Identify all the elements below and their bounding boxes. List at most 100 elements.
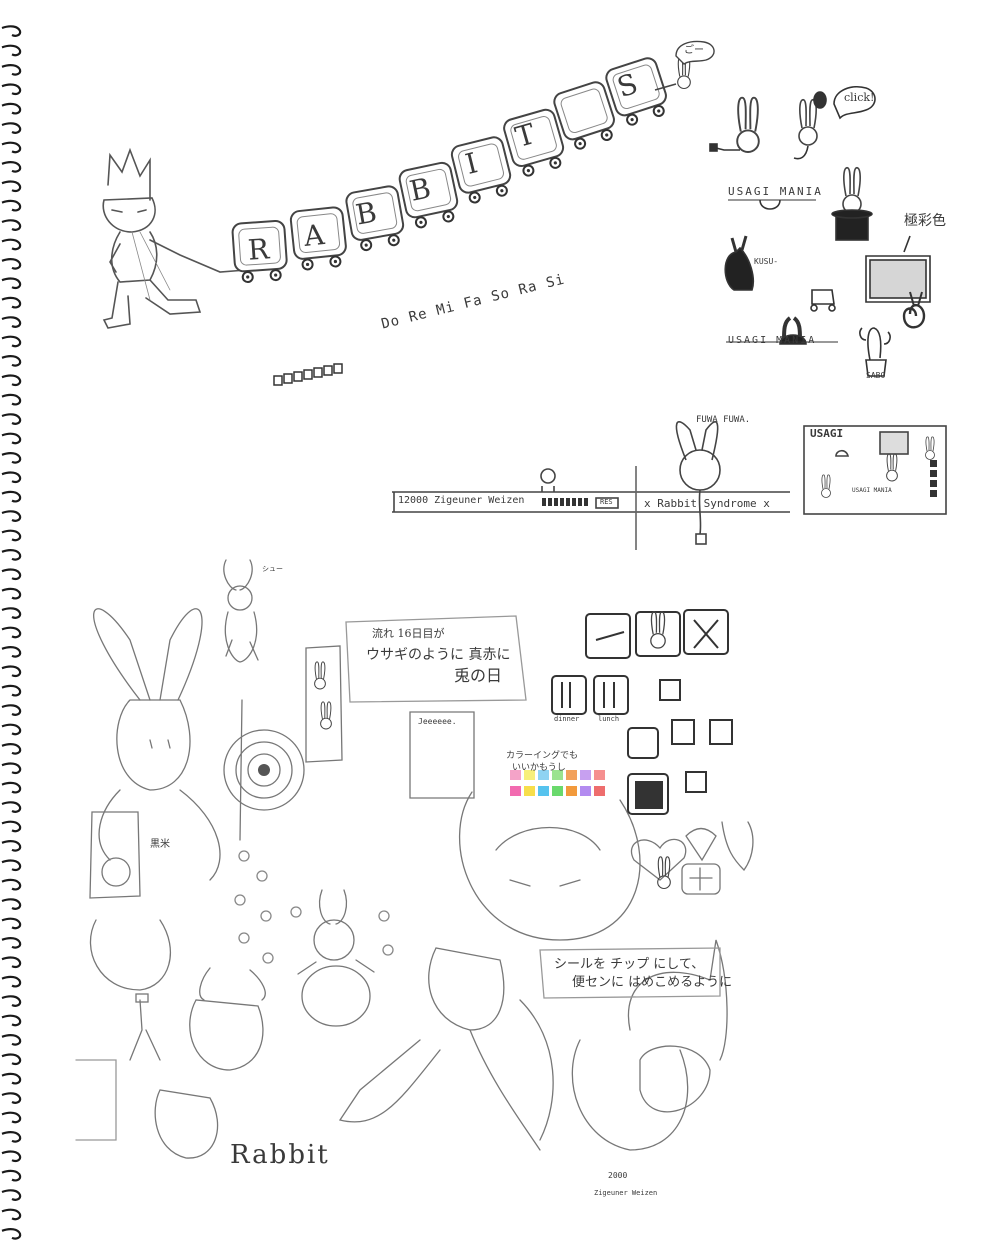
mini-logo: USAGI [810,427,844,440]
coloring-note-2: いいかもうし [512,763,566,773]
coloring-note-1: カラーイングでも [506,751,579,761]
spiral-ring [0,781,22,794]
spiral-ring [0,840,22,852]
spiral-ring [0,161,22,173]
spiral-ring [0,432,22,445]
spiral-binding [0,25,22,1240]
train-letter-r: R [246,232,271,267]
train-speech: ごー [684,45,704,56]
spiral-ring [0,25,22,37]
spiral-ring [0,490,22,503]
spiral-ring [0,452,22,464]
lunch-label: lunch [598,715,620,723]
lower-sketches [75,559,754,1159]
spiral-ring [0,549,22,561]
spiral-ring [0,64,22,76]
spiral-ring [0,937,22,949]
signature-label: Zigeuner Weizen [594,1189,658,1197]
rabbit-title: Rabbit [230,1140,330,1170]
spiral-ring [0,471,22,484]
shitsuru-label: シュー [262,565,283,573]
color-swatch [552,770,563,780]
spiral-ring [0,723,22,736]
usagi-mania-bottom: USAGI MANIA [728,335,817,346]
spiral-ring [0,258,22,270]
color-swatch [524,786,535,796]
usagi-mania-top: USAGI MANIA [728,185,823,198]
spiral-ring [0,83,22,96]
paper-label: Jeeeeee. [418,717,457,726]
spiral-ring [0,684,22,697]
res-tag: RES [600,498,613,506]
color-swatch [580,770,591,780]
spiral-ring [0,238,22,251]
color-swatch [552,786,563,796]
color-swatch [594,770,605,780]
spiral-ring [0,44,22,57]
spiral-ring [0,1150,22,1163]
chips-note-1: シールを チップ にして、 [554,957,705,972]
spiral-ring [0,122,22,134]
color-swatch [566,770,577,780]
kuro-label: 黒米 [150,839,170,850]
spiral-ring [0,219,22,231]
spiral-ring [0,762,22,775]
spiral-ring [0,355,22,367]
jp-note-line2: ウサギのように 真赤に [366,647,511,663]
gokusai-label: 極彩色 [904,213,946,229]
spiral-ring [0,1111,22,1124]
spiral-ring [0,413,22,425]
spiral-ring [0,296,22,309]
boy-sketch [102,147,247,329]
bunny-mouse-icon [798,98,818,146]
spiral-ring [0,393,22,406]
spiral-ring [0,1208,22,1221]
spiral-ring [0,102,22,115]
placeholder-squares [273,363,343,386]
jp-note-line1: 流れ 16日目が [372,627,445,640]
dinner-label: dinner [554,715,580,723]
spiral-ring [0,277,22,290]
spiral-ring [0,975,22,988]
spiral-ring [0,199,22,212]
bunny-plug-icon [736,96,760,153]
spiral-ring [0,1034,22,1046]
spiral-ring [0,878,22,891]
spiral-ring [0,1169,22,1182]
spiral-ring [0,995,22,1007]
spiral-ring [0,898,22,910]
color-palette [510,770,605,796]
rabbit-syndrome-label: x Rabbit Syndrome x [644,497,770,510]
spiral-ring [0,529,22,542]
spiral-ring [0,665,22,678]
spiral-ring [0,626,22,639]
spiral-ring [0,510,22,522]
spiral-ring [0,374,22,387]
spiral-ring [0,587,22,600]
menu-bar-sketch [392,420,947,550]
spiral-ring [0,1092,22,1104]
mini-mania: USAGI MANIA [852,487,892,494]
fuwafuwa-label: FUWA FUWA. [696,415,751,425]
color-swatch [538,770,549,780]
color-swatch [510,786,521,796]
color-swatch [524,770,535,780]
spiral-ring [0,820,22,833]
year-label: 2000 [608,1171,628,1180]
spiral-ring [0,1014,22,1027]
color-swatch [580,786,591,796]
spiral-ring [0,180,22,193]
chips-note-2: 便センに はめこめるように [572,975,733,990]
rabbits-train [231,40,715,284]
spiral-ring [0,141,22,154]
spiral-ring [0,1189,22,1201]
train-letter-a: A [302,218,326,253]
spiral-ring [0,956,22,969]
spiral-ring [0,1053,22,1066]
color-swatch [538,786,549,796]
color-swatch [594,786,605,796]
spiral-ring [0,568,22,581]
spiral-ring [0,1072,22,1085]
